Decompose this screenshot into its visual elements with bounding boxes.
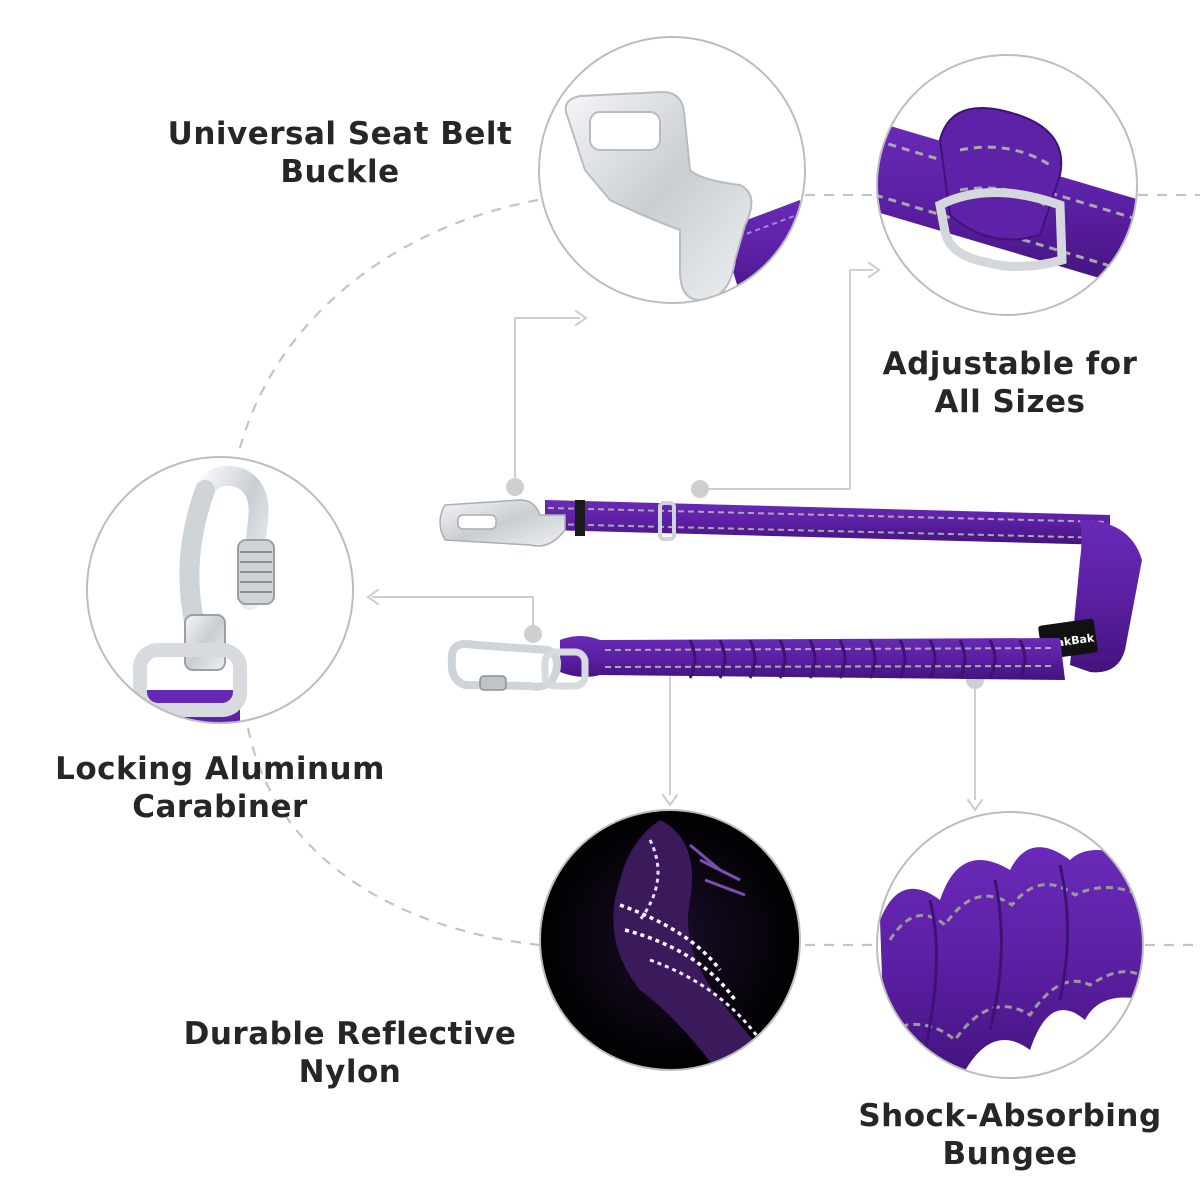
buckle-tongue (439, 499, 566, 547)
adjustable-slider-closeup (876, 54, 1138, 316)
bungee-closeup (876, 811, 1144, 1079)
label-adjustable: Adjustable for All Sizes (882, 346, 1138, 420)
label-bungee: Shock-Absorbing Bungee (858, 1098, 1162, 1172)
belt-stopper (575, 500, 585, 536)
bungee-ripples (688, 639, 1027, 679)
label-adjustable-line2: All Sizes (934, 384, 1086, 420)
label-adjustable-line1: Adjustable for (882, 346, 1138, 382)
label-seat-belt-buckle-line1: Universal Seat Belt (167, 116, 513, 152)
small-carabiner (447, 640, 589, 691)
label-bungee-line2: Bungee (942, 1136, 1078, 1172)
label-reflective-line2: Nylon (298, 1054, 402, 1090)
callout-arrowheads (366, 261, 984, 812)
label-carabiner-line2: Carabiner (132, 789, 308, 825)
label-seat-belt-buckle: Universal Seat Belt Buckle (167, 116, 513, 190)
carabiner-closeup (86, 456, 354, 724)
top-strap (545, 500, 1110, 545)
label-carabiner-line1: Locking Aluminum (55, 751, 385, 787)
bungee-icon (880, 847, 1143, 1078)
bungee-strap (560, 636, 1065, 680)
dog-seat-belt-leash: APakBak (439, 499, 1142, 691)
dashed-guide-lines (236, 193, 1200, 947)
carabiner-icon (130, 465, 275, 723)
label-reflective: Durable Reflective Nylon (183, 1016, 517, 1090)
reflective-nylon-closeup (539, 809, 801, 1071)
slider-ring (658, 501, 676, 541)
seat-belt-buckle-closeup (538, 36, 806, 304)
label-bungee-line1: Shock-Absorbing (858, 1098, 1162, 1134)
label-carabiner: Locking Aluminum Carabiner (55, 751, 385, 825)
callout-connectors (372, 269, 976, 800)
label-reflective-line1: Durable Reflective (183, 1016, 517, 1052)
slider-buckle-icon (877, 107, 1137, 290)
label-seat-belt-buckle-line2: Buckle (280, 154, 400, 190)
reflective-nylon-icon (613, 820, 780, 1070)
